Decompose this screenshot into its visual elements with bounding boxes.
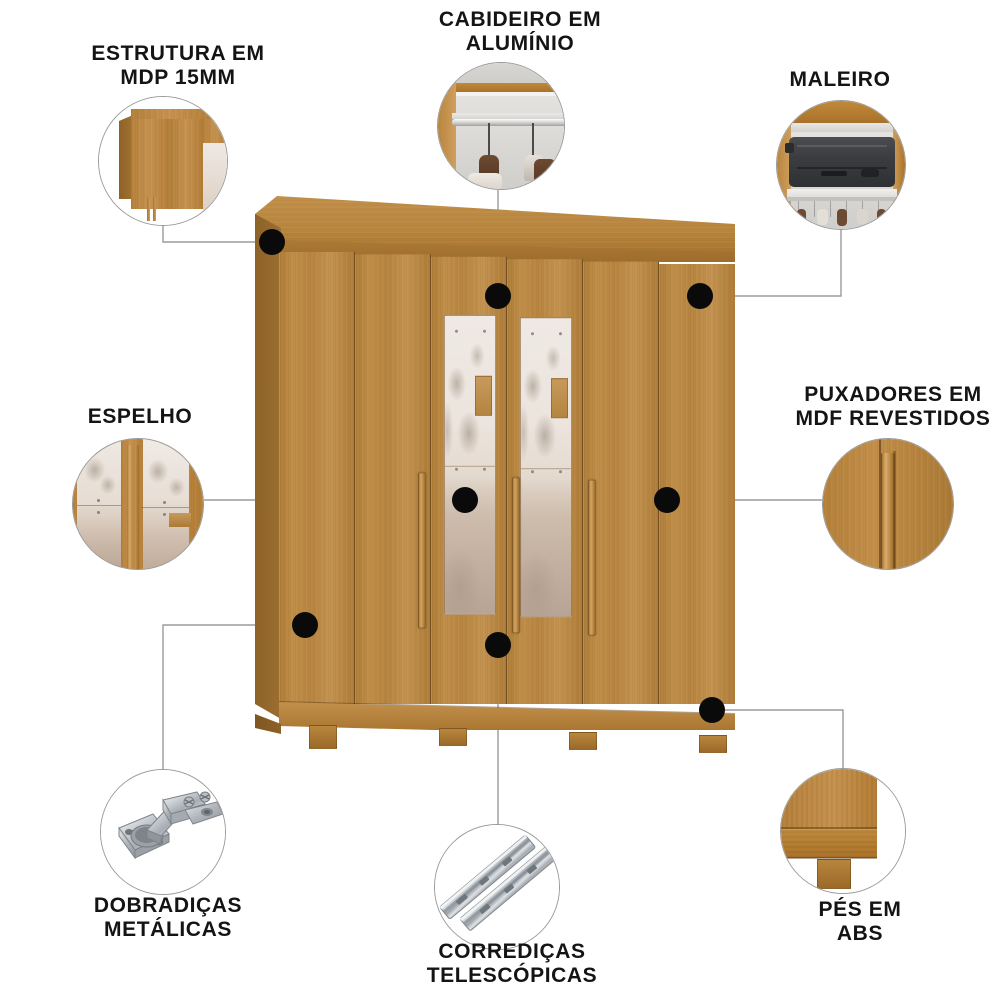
callout-label-espelho: ESPELHO	[87, 405, 193, 428]
mirror-stud	[455, 467, 458, 471]
wardrobe-door-6	[659, 264, 735, 704]
callout-circle-cabideiro	[437, 62, 565, 190]
callout-label-maleiro: MALEIRO	[789, 68, 891, 91]
mirror-reflection-bed	[521, 479, 571, 617]
suitcase-shelf-icon	[777, 101, 905, 229]
mirror-reflection-headboard	[551, 377, 568, 419]
anchor-dot-maleiro	[687, 283, 713, 309]
mirror-split-line	[445, 465, 495, 467]
hanging-rail-icon	[438, 63, 564, 189]
callout-label-pes: PÉS EM ABS	[818, 898, 902, 946]
wardrobe-door-3	[431, 256, 507, 704]
callout-label-cabideiro: CABIDEIRO EM ALUMÍNIO	[438, 8, 602, 56]
hinge-icon	[101, 770, 225, 894]
anchor-dot-pes	[699, 697, 725, 723]
callout-circle-maleiro	[776, 100, 906, 230]
wardrobe-foot-1	[309, 724, 337, 749]
mirror-stud	[483, 329, 486, 333]
mirror-stud	[483, 467, 486, 471]
callout-circle-dobradicas	[100, 769, 226, 895]
callout-circle-estrutura	[98, 96, 228, 226]
drawer-slide-svg	[439, 835, 556, 931]
callout-circle-puxadores	[822, 438, 954, 570]
wardrobe-side-foot	[255, 714, 281, 734]
mirror-door-icon	[73, 439, 203, 569]
wardrobe-door-1	[279, 252, 355, 704]
mirror-split-line	[521, 468, 571, 470]
wardrobe-door-2	[355, 254, 431, 704]
wardrobe-door-5	[583, 261, 659, 704]
mirror-stud	[559, 470, 562, 474]
abs-foot-icon	[781, 769, 905, 893]
callout-label-puxadores: PUXADORES EM MDF REVESTIDOS	[795, 383, 991, 431]
cabinet-corner-icon	[99, 97, 227, 225]
mirror-stud	[559, 332, 562, 336]
wardrobe-door-4	[507, 259, 583, 704]
callout-label-corredicas: CORREDIÇAS TELESCÓPICAS	[426, 940, 598, 988]
mirror-reflection-headboard	[475, 375, 492, 417]
mirror-panel	[520, 317, 572, 618]
callout-circle-corredicas	[434, 824, 560, 950]
handle-closeup-icon	[823, 439, 953, 569]
drawer-slide-icon	[435, 825, 559, 949]
callout-circle-pes	[780, 768, 906, 894]
callout-label-dobradicas: DOBRADIÇAS METÁLICAS	[93, 894, 243, 942]
mirror-stud	[531, 470, 534, 474]
anchor-dot-dobradicas	[292, 612, 318, 638]
mirror-panel	[444, 314, 496, 615]
wardrobe-foot-4	[699, 735, 727, 754]
hinge-svg	[118, 791, 224, 860]
wardrobe-illustration	[255, 196, 735, 756]
callout-label-estrutura: ESTRUTURA EM MDP 15MM	[91, 42, 265, 90]
wardrobe-foot-3	[569, 731, 597, 750]
wardrobe-foot-2	[439, 728, 467, 747]
wardrobe-side-panel	[255, 214, 281, 719]
door-handle	[512, 477, 520, 634]
door-handle	[418, 472, 426, 629]
anchor-dot-puxadores	[654, 487, 680, 513]
anchor-dot-cabideiro	[485, 283, 511, 309]
mirror-stud	[531, 332, 534, 336]
callout-circle-espelho	[72, 438, 204, 570]
anchor-dot-corredicas	[485, 632, 511, 658]
mirror-stud	[455, 329, 458, 333]
anchor-dot-espelho	[452, 487, 478, 513]
door-handle	[588, 479, 596, 636]
anchor-dot-estrutura	[259, 229, 285, 255]
